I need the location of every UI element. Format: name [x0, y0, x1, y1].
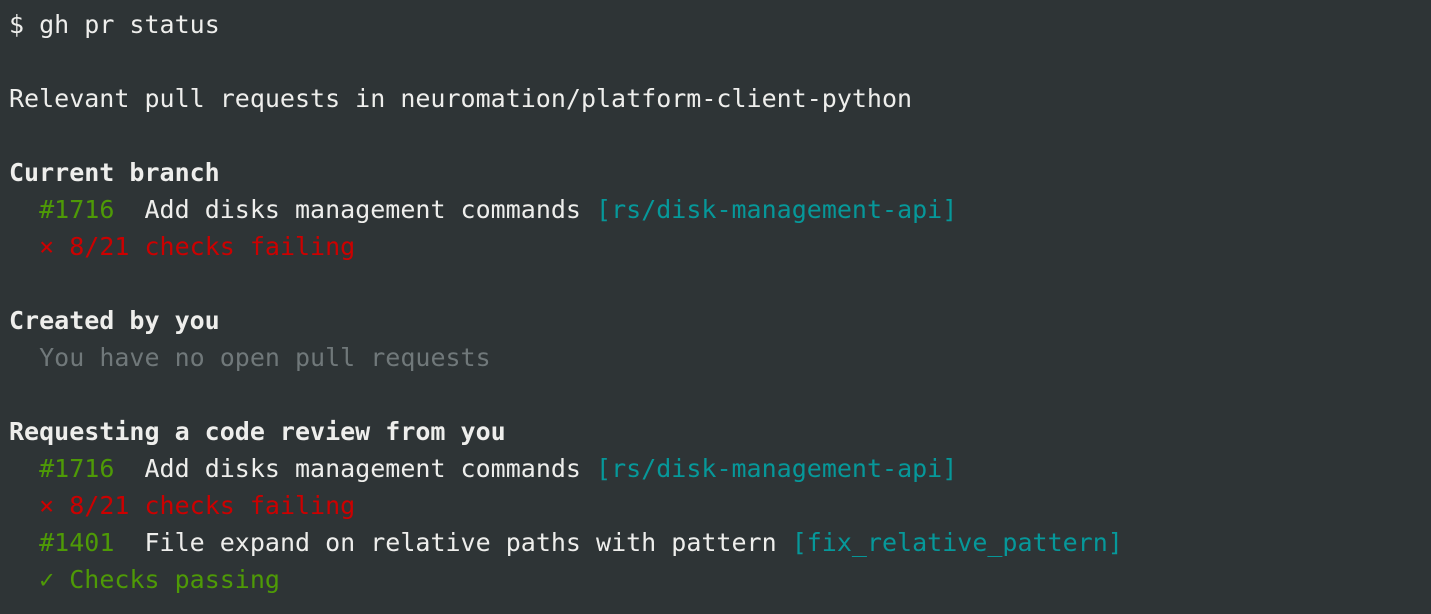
- blank-line: [9, 117, 1431, 154]
- pr-branch-name: [rs/disk-management-api]: [596, 454, 958, 483]
- pr-check-status-text: Checks passing: [69, 565, 280, 594]
- space: [54, 491, 69, 520]
- intro-line: Relevant pull requests in neuromation/pl…: [9, 80, 1431, 117]
- pull-request-row[interactable]: #1716 Add disks management commands [rs/…: [9, 191, 1431, 228]
- pr-title: File expand on relative paths with patte…: [144, 528, 777, 557]
- pr-branch-name: [fix_relative_pattern]: [791, 528, 1123, 557]
- section-heading-created-by-you: Created by you: [9, 302, 1431, 339]
- blank-line: [9, 43, 1431, 80]
- pr-title: Add disks management commands: [144, 195, 581, 224]
- intro-text: Relevant pull requests in neuromation/pl…: [9, 84, 913, 113]
- pr-check-status-row: ✓ Checks passing: [9, 561, 1431, 598]
- gap: [114, 528, 144, 557]
- indent: [9, 491, 39, 520]
- blank-line: [9, 265, 1431, 302]
- empty-state-row: You have no open pull requests: [9, 339, 1431, 376]
- indent: [9, 454, 39, 483]
- checkmark-icon: ✓: [39, 565, 55, 594]
- command-text: gh pr status: [39, 10, 220, 39]
- gap: [114, 195, 144, 224]
- prompt-symbol: $: [9, 10, 25, 39]
- pull-request-row[interactable]: #1401 File expand on relative paths with…: [9, 524, 1431, 561]
- pr-check-status-text: 8/21 checks failing: [69, 491, 356, 520]
- pr-check-status-row: × 8/21 checks failing: [9, 487, 1431, 524]
- pr-check-status-row: × 8/21 checks failing: [9, 228, 1431, 265]
- cross-icon: ×: [39, 491, 55, 520]
- space: [54, 232, 69, 261]
- section-heading-requesting-review: Requesting a code review from you: [9, 413, 1431, 450]
- indent: [9, 232, 39, 261]
- section-heading-current-branch: Current branch: [9, 154, 1431, 191]
- empty-state-message: You have no open pull requests: [39, 343, 491, 372]
- pr-branch-name: [rs/disk-management-api]: [596, 195, 958, 224]
- indent: [9, 195, 39, 224]
- pr-number[interactable]: #1716: [39, 195, 115, 224]
- section-heading-label: Created by you: [9, 306, 220, 335]
- gap: [114, 454, 144, 483]
- indent: [9, 565, 39, 594]
- pull-request-row[interactable]: #1716 Add disks management commands [rs/…: [9, 450, 1431, 487]
- pr-check-status-text: 8/21 checks failing: [69, 232, 356, 261]
- space: [24, 10, 39, 39]
- indent: [9, 528, 39, 557]
- cross-icon: ×: [39, 232, 55, 261]
- pr-number[interactable]: #1716: [39, 454, 115, 483]
- pr-title: Add disks management commands: [144, 454, 581, 483]
- space: [581, 454, 596, 483]
- section-heading-label: Requesting a code review from you: [9, 417, 506, 446]
- section-heading-label: Current branch: [9, 158, 220, 187]
- space: [777, 528, 792, 557]
- blank-line: [9, 376, 1431, 413]
- pr-number[interactable]: #1401: [39, 528, 115, 557]
- command-prompt-line: $ gh pr status: [9, 6, 1431, 43]
- indent: [9, 343, 39, 372]
- space: [581, 195, 596, 224]
- space: [54, 565, 69, 594]
